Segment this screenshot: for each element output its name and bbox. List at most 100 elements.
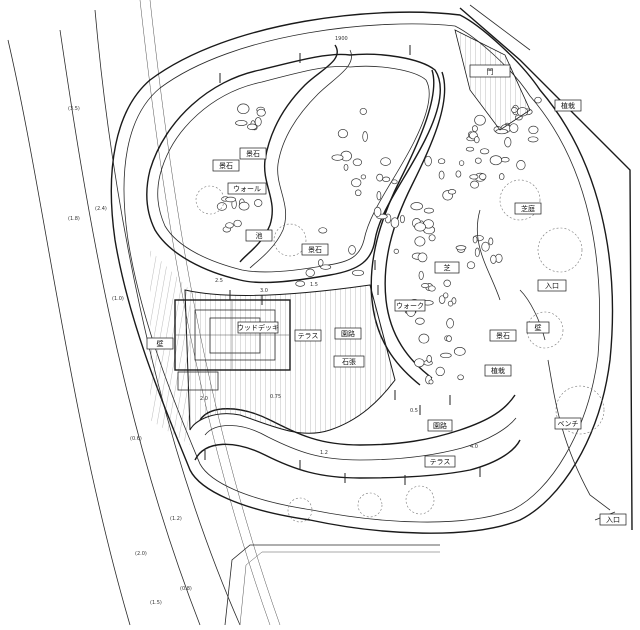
dim-1: 1900 [335, 36, 348, 42]
stone [414, 358, 425, 368]
dimension-notes: 1900 2.5 3.0 1.5 2.0 0.75 0.5 1.2 4.0 (3… [68, 36, 478, 606]
stone [428, 285, 436, 292]
dim-7: 0.5 [410, 408, 418, 414]
stone [472, 235, 478, 244]
label-path-left: 園路 [341, 329, 355, 338]
dim-18: (1.5) [150, 600, 162, 606]
label-entrance-bottom: 入口 [606, 516, 620, 524]
label-wall-left: ウォール [233, 185, 261, 193]
stone [474, 157, 482, 164]
stone [337, 129, 348, 139]
label-pave-center: 石張 [342, 358, 356, 366]
stone [455, 245, 467, 251]
dim-2: 2.5 [215, 278, 223, 284]
dim-15: (1.2) [170, 516, 182, 522]
stone [331, 154, 344, 161]
stone [474, 247, 480, 258]
stone [453, 347, 466, 356]
stone [254, 199, 263, 207]
stone [351, 269, 365, 276]
stone [417, 252, 428, 263]
dim-11: (1.8) [68, 216, 80, 222]
stone [343, 163, 349, 171]
label-planting-top: 植栽 [561, 101, 575, 110]
stone [320, 264, 332, 270]
dim-5: 2.0 [200, 396, 208, 402]
stone [305, 268, 315, 277]
dim-8: 1.2 [320, 450, 328, 456]
stone [474, 114, 486, 126]
stone [438, 170, 445, 180]
stone [446, 318, 454, 329]
stone [373, 206, 382, 218]
stone [534, 96, 542, 104]
dim-16: (2.0) [135, 551, 147, 557]
upper-garden-loop [146, 44, 441, 284]
stone [348, 245, 356, 255]
stone [466, 261, 476, 270]
garden-outline [110, 11, 614, 534]
stone [447, 189, 457, 195]
dim-3: 3.0 [260, 288, 268, 294]
stone [233, 219, 242, 228]
site-boundary-right [224, 4, 633, 626]
stone [471, 125, 478, 132]
stone [490, 254, 497, 264]
entrance-gate-top: 門 [454, 29, 531, 131]
stone [438, 295, 446, 304]
dim-17: (0.8) [180, 586, 192, 592]
dim-14: (0.6) [130, 436, 142, 442]
curved-walkway [370, 69, 446, 386]
stone [256, 108, 266, 117]
stone [423, 207, 434, 214]
stone [474, 136, 480, 144]
paved-terrace [150, 250, 396, 445]
stone [237, 103, 250, 115]
stone [504, 137, 512, 148]
stone [318, 227, 328, 234]
label-wall: 壁 [535, 323, 542, 332]
stone [498, 173, 505, 181]
stone [359, 107, 367, 115]
stone [254, 117, 262, 127]
label-wood-deck: ウッドデッキ [237, 323, 279, 332]
stone [225, 196, 236, 203]
stone [440, 352, 452, 359]
deck-structure [174, 299, 291, 391]
stone [391, 179, 398, 185]
stone [414, 236, 426, 247]
stone [382, 176, 391, 182]
stone [457, 374, 464, 381]
post-marks [204, 45, 481, 485]
dim-4: 1.5 [310, 282, 318, 288]
dim-12: (2.4) [95, 206, 107, 212]
stone [458, 160, 465, 166]
stone [225, 222, 234, 229]
stone [247, 123, 258, 130]
stone [390, 217, 400, 229]
stone [437, 158, 446, 165]
stone [428, 234, 436, 242]
stone [527, 136, 539, 143]
garden-stones [216, 96, 542, 385]
label-path-bottom: 園路 [433, 421, 447, 430]
stone [399, 214, 405, 224]
stone [410, 202, 423, 211]
label-path-center: ウォーク [396, 302, 424, 310]
stone [216, 202, 227, 211]
stone [354, 189, 362, 197]
label-lawn: 芝 [444, 263, 451, 272]
label-pond: 池 [256, 231, 263, 240]
stone [509, 123, 519, 133]
dim-6: 0.75 [270, 394, 281, 400]
stone [446, 335, 452, 342]
stone [317, 259, 324, 267]
stone [447, 300, 454, 307]
stone [469, 174, 479, 180]
stone [424, 155, 432, 167]
label-terrace: テラス [298, 332, 319, 340]
label-garden-right-top: 芝庭 [521, 204, 535, 213]
stone [376, 173, 384, 182]
stone [465, 146, 475, 152]
